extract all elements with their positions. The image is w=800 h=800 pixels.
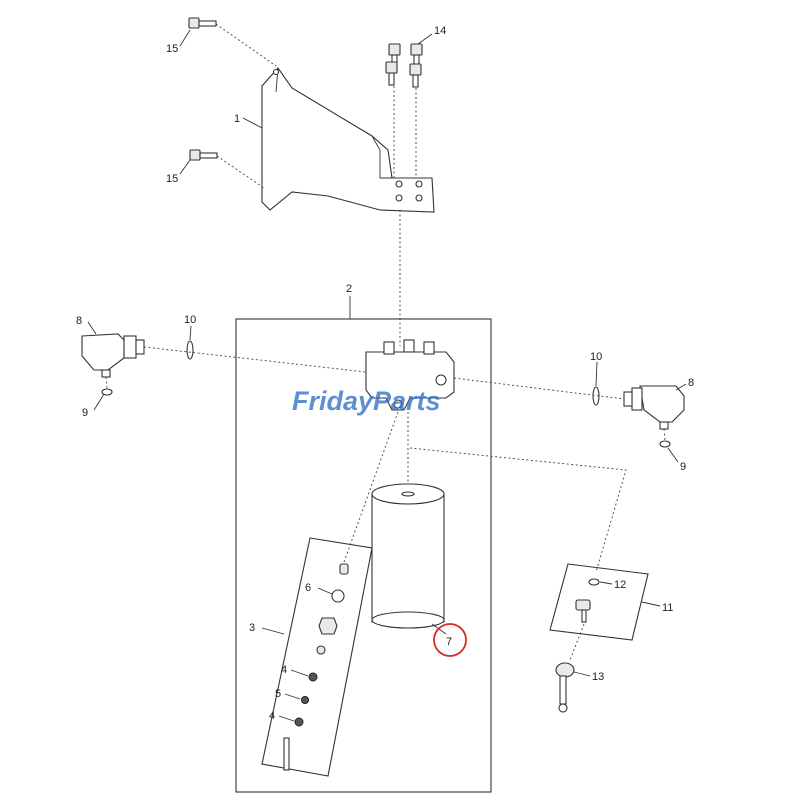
sensor-13 [555,662,575,713]
leader-10-right [595,361,598,387]
watermark-text: FridayParts [292,386,441,416]
elbow-fitting-8-right [623,385,685,430]
leader-8-left [87,321,97,335]
callout-6: 6 [305,582,311,594]
callout-15-upper: 15 [166,43,178,55]
filter-head [365,339,455,411]
callout-11: 11 [662,602,673,614]
callout-8-right: 8 [688,377,694,389]
leader-15-lower [179,159,191,175]
leader-4a [290,669,309,677]
callout-4-lower: 4 [269,710,275,722]
leader-13 [573,671,591,677]
callout-5: 5 [275,688,281,700]
bolt-14-group [385,43,423,88]
watermark-logo: FridayParts [292,386,441,416]
leader-3 [261,627,285,635]
elbow-fitting-8-left [81,333,145,378]
leader-12 [599,581,613,585]
callout-10-right: 10 [590,351,602,363]
callout-12: 12 [614,579,626,591]
callout-13: 13 [592,671,604,683]
leader-15-upper [179,29,191,47]
sensor-kit-parts [575,578,600,623]
leader-11 [641,601,661,607]
filter-element [371,483,445,629]
leader-14 [417,33,433,45]
callout-14: 14 [434,25,446,37]
parts-kit-frame [261,537,373,777]
callout-4-upper: 4 [281,664,287,676]
callout-15-lower: 15 [166,173,178,185]
sensor-kit-frame [549,563,649,641]
leader-1 [242,117,263,129]
mounting-bracket [261,67,435,213]
callout-7-highlight [433,623,467,657]
callout-9-left: 9 [82,407,88,419]
kit-parts [283,563,349,771]
leader-9-left [93,393,105,411]
callout-8-left: 8 [76,315,82,327]
leader-10-left [189,325,192,341]
leader-6 [317,587,333,595]
callout-9-right: 9 [680,461,686,473]
seal-9-left [101,388,113,396]
callout-3: 3 [249,622,255,634]
bolt-15-upper [188,17,217,29]
callout-1: 1 [234,113,240,125]
leader-8-right [675,383,687,391]
seal-9-right [659,440,671,448]
callout-10-left: 10 [184,314,196,326]
leader-4b [278,715,295,722]
leader-5 [284,693,301,700]
callout-7: 7 [446,636,452,648]
o-ring-10-right [592,386,600,406]
filter-assembly-frame [235,318,492,793]
callout-2: 2 [346,283,352,295]
o-ring-10-left [186,340,194,360]
bolt-15-lower [189,149,218,161]
leader-9-right [667,447,679,463]
